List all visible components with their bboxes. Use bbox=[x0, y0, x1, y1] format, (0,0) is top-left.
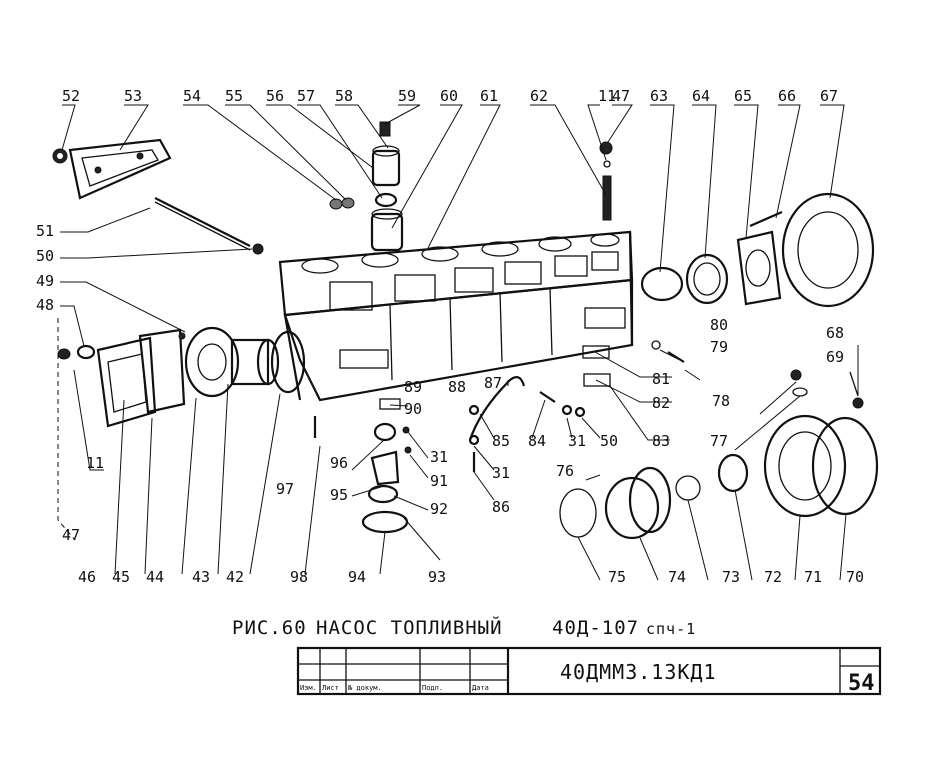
title-block-cell-label: Подп. bbox=[422, 684, 443, 692]
callout-48: 48 bbox=[36, 296, 54, 314]
title-block: Изм. Лист № докум. Подп. Дата 40ДММ3.13КД1 5… bbox=[296, 646, 882, 696]
callout-57: 57 bbox=[297, 87, 315, 105]
callout-11a: 11 bbox=[598, 87, 616, 105]
caption-prefix: РИС.60 bbox=[232, 617, 307, 639]
callout-43: 43 bbox=[192, 568, 210, 586]
callout-47b: 47 bbox=[62, 526, 80, 544]
callout-81: 81 bbox=[652, 370, 670, 388]
callout-42: 42 bbox=[226, 568, 244, 586]
callout-96: 96 bbox=[330, 454, 348, 472]
callout-50a: 50 bbox=[36, 247, 54, 265]
callout-91: 91 bbox=[430, 472, 448, 490]
callout-52: 52 bbox=[62, 87, 80, 105]
callout-74: 74 bbox=[668, 568, 686, 586]
callout-46: 46 bbox=[78, 568, 96, 586]
callout-75: 75 bbox=[608, 568, 626, 586]
callout-94: 94 bbox=[348, 568, 366, 586]
figure-caption: РИС.60 НАСОС ТОПЛИВНЫЙ 40Д-107 спч-1 bbox=[232, 616, 696, 639]
callout-54: 54 bbox=[183, 87, 201, 105]
exploded-drawing bbox=[52, 121, 879, 540]
title-block-cell-label: Лист bbox=[322, 684, 339, 692]
callout-95: 95 bbox=[330, 486, 348, 504]
callout-55: 55 bbox=[225, 87, 243, 105]
callout-58: 58 bbox=[335, 87, 353, 105]
callout-45: 45 bbox=[112, 568, 130, 586]
part-cover-53 bbox=[68, 138, 172, 200]
callout-84: 84 bbox=[528, 432, 546, 450]
drawing-code: 40ДММ3.13КД1 bbox=[560, 660, 717, 684]
callout-72: 72 bbox=[764, 568, 782, 586]
callout-73: 73 bbox=[722, 568, 740, 586]
title-block-cell-label: № докум. bbox=[347, 684, 382, 692]
caption-model: 40Д-107 bbox=[552, 617, 639, 639]
part-rod-51 bbox=[154, 197, 264, 255]
callout-31c: 31 bbox=[492, 464, 510, 482]
part-plunger-62 bbox=[599, 141, 613, 221]
part-right-end-assembly bbox=[640, 192, 875, 308]
callout-49: 49 bbox=[36, 272, 54, 290]
callout-63: 63 bbox=[650, 87, 668, 105]
callout-61: 61 bbox=[480, 87, 498, 105]
title-block-cells: Изм. Лист № докум. Подп. Дата bbox=[300, 684, 489, 692]
callout-98: 98 bbox=[290, 568, 308, 586]
callout-69: 69 bbox=[826, 348, 844, 366]
part-nut-52 bbox=[52, 148, 68, 164]
callout-65: 65 bbox=[734, 87, 752, 105]
callout-64: 64 bbox=[692, 87, 710, 105]
part-lower-middle-group bbox=[313, 340, 685, 534]
callout-80: 80 bbox=[710, 316, 728, 334]
callout-90: 90 bbox=[404, 400, 422, 418]
callout-47a: 47 bbox=[612, 87, 630, 105]
callout-86: 86 bbox=[492, 498, 510, 516]
callout-31b: 31 bbox=[430, 448, 448, 466]
callout-93: 93 bbox=[428, 568, 446, 586]
callout-51: 51 bbox=[36, 222, 54, 240]
part-left-end-assembly bbox=[57, 326, 306, 428]
callout-50b: 50 bbox=[600, 432, 618, 450]
callout-85: 85 bbox=[492, 432, 510, 450]
part-drive-assembly bbox=[559, 369, 879, 540]
callout-31a: 31 bbox=[568, 432, 586, 450]
callout-60: 60 bbox=[440, 87, 458, 105]
callout-67: 67 bbox=[820, 87, 838, 105]
callout-66: 66 bbox=[778, 87, 796, 105]
callout-78: 78 bbox=[712, 392, 730, 410]
callout-77: 77 bbox=[710, 432, 728, 450]
callout-53: 53 bbox=[124, 87, 142, 105]
callout-89: 89 bbox=[404, 378, 422, 396]
callout-88: 88 bbox=[448, 378, 466, 396]
callout-11b: 11 bbox=[86, 454, 104, 472]
callout-82: 82 bbox=[652, 394, 670, 412]
callout-62: 62 bbox=[530, 87, 548, 105]
title-block-cell-label: Изм. bbox=[300, 684, 317, 692]
callout-92: 92 bbox=[430, 500, 448, 518]
callout-56: 56 bbox=[266, 87, 284, 105]
part-pump-housing bbox=[278, 230, 634, 402]
callout-59: 59 bbox=[398, 87, 416, 105]
callout-97: 97 bbox=[276, 480, 294, 498]
callout-68: 68 bbox=[826, 324, 844, 342]
leader-lines bbox=[57, 104, 859, 581]
callout-71: 71 bbox=[804, 568, 822, 586]
callout-76: 76 bbox=[556, 462, 574, 480]
caption-suffix: спч-1 bbox=[646, 620, 696, 638]
callout-70: 70 bbox=[846, 568, 864, 586]
callout-44: 44 bbox=[146, 568, 164, 586]
callout-83: 83 bbox=[652, 432, 670, 450]
sheet-number: 54 bbox=[848, 671, 875, 696]
callout-87: 87 bbox=[484, 374, 502, 392]
part-fittings-54-58 bbox=[329, 121, 404, 252]
callout-79: 79 bbox=[710, 338, 728, 356]
title-block-cell-label: Дата bbox=[472, 684, 489, 692]
caption-title: НАСОС ТОПЛИВНЫЙ bbox=[316, 616, 503, 639]
